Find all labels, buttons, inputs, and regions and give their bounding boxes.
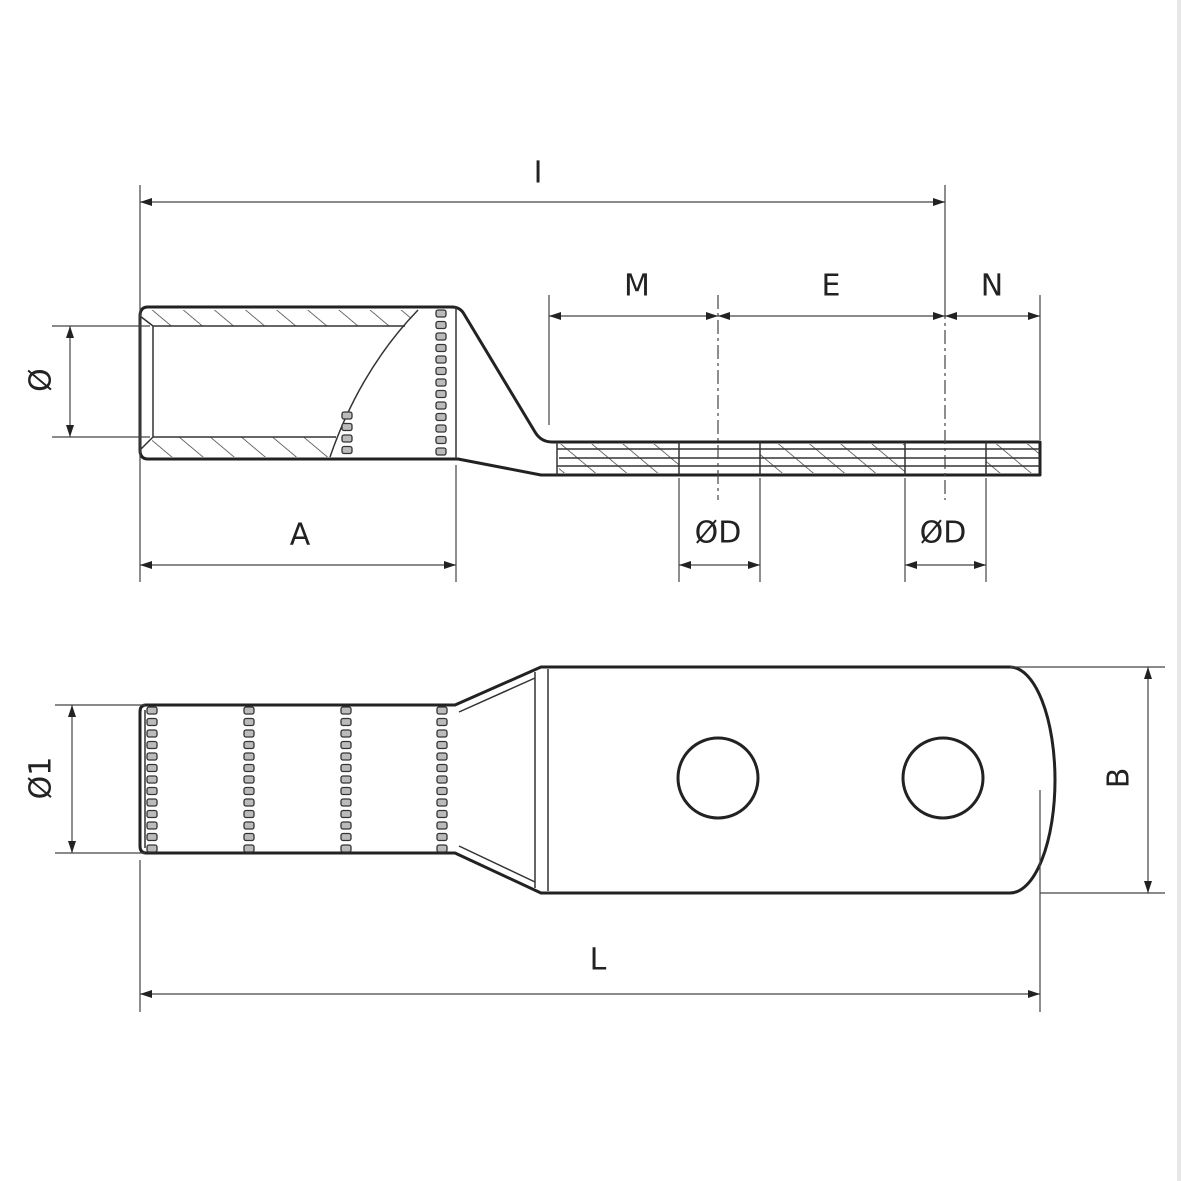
knurl-mark [340,832,352,842]
knurl-mark [436,752,448,761]
plan-view [138,665,1057,895]
knurl-mark [340,809,352,819]
dimensions-bottom: Ø1 B L [24,666,1165,1012]
bolt-hole-1 [676,736,760,820]
knurl-mark [243,752,255,761]
knurl-mark [243,798,255,807]
knurl-mark [146,729,158,738]
knurl-mark [435,412,447,422]
bore-lines [139,315,405,451]
knurl-mark [340,786,352,796]
knurl-mark [243,844,255,853]
knurl-mark [146,752,158,761]
knurl-mark [340,798,352,807]
knurl-mark [435,435,447,445]
label-l: L [590,943,607,978]
extension-lines [52,185,1041,582]
knurl-mark [436,844,448,853]
knurl-mark [435,378,447,387]
knurl-mark [243,717,255,727]
knurl-mark [243,740,255,750]
knurl-mark [341,422,353,432]
label-m: M [624,269,650,304]
knurl-mark [435,320,447,330]
knurl-mark [243,786,255,796]
knurl-mark [435,447,447,456]
dimensions-top: I M E N Ø A ØD ØD [24,156,1041,582]
knurl-mark [146,740,158,750]
extension-lines-bottom [55,666,1165,1012]
knurl-mark [436,706,448,715]
bore-end-curve [329,309,419,458]
label-a: A [290,518,311,553]
knurl-mark [146,775,158,784]
label-n: N [981,269,1003,304]
lug-outline-plan [138,665,1057,895]
knurl-mark [243,775,255,784]
knurl-mark [340,740,352,750]
knurl-mark [243,809,255,819]
knurl-mark [435,355,447,364]
knurl-mark [436,821,448,830]
label-e: E [822,269,841,304]
edge-border [1177,0,1181,1181]
knurl-mark [435,424,447,433]
knurl-mark [435,309,447,318]
label-b: B [1102,768,1137,789]
hole-centerlines [717,295,946,500]
knurl-mark [146,809,158,819]
knurl-mark [146,786,158,796]
knurl-mark [436,717,448,727]
knurl-mark [340,752,352,761]
knurl-mark [340,821,352,830]
knurl-mark [435,366,447,376]
knurl-mark [435,332,447,341]
knurl-mark [146,821,158,830]
knurl-marks-plan [146,706,448,853]
knurl-mark [146,717,158,727]
knurl-mark [436,775,448,784]
knurl-mark [341,411,353,420]
knurl-mark [340,844,352,853]
knurl-mark [435,343,447,353]
knurl-mark [146,844,158,853]
barrel-wall-bottom-hatch [148,437,336,457]
bolt-hole-2 [901,736,985,820]
knurl-mark [436,832,448,842]
knurl-mark [243,763,255,773]
knurl-mark [341,445,353,455]
knurl-mark [435,401,447,410]
knurl-mark [340,763,352,773]
label-bore-diameter: Ø [24,368,59,392]
knurl-mark [340,706,352,715]
knurl-mark [436,786,448,796]
knurl-mark [436,763,448,773]
knurl-mark [340,775,352,784]
knurl-mark [146,798,158,807]
knurl-mark [340,729,352,738]
knurl-mark [436,809,448,819]
section-view [138,305,1042,477]
knurl-mark [243,729,255,738]
knurl-mark [243,706,255,715]
cone-chamfer-lines [144,669,549,891]
knurl-mark [146,706,158,715]
knurl-marks-section [341,309,447,456]
label-i: I [534,156,543,191]
label-hole-diameter-1: ØD [695,516,742,551]
knurl-mark [243,821,255,830]
knurl-mark [435,389,447,399]
knurl-mark [146,763,158,773]
knurl-mark [436,740,448,750]
barrel-wall-top-hatch [150,310,418,326]
knurl-mark [340,717,352,727]
knurl-mark [146,832,158,842]
knurl-mark [436,798,448,807]
knurl-mark [436,729,448,738]
palm-section-lines [556,442,1040,475]
label-hole-diameter-2: ØD [920,516,967,551]
knurl-mark [243,832,255,842]
label-outer-diameter: Ø1 [24,757,59,800]
knurl-mark [341,434,353,443]
